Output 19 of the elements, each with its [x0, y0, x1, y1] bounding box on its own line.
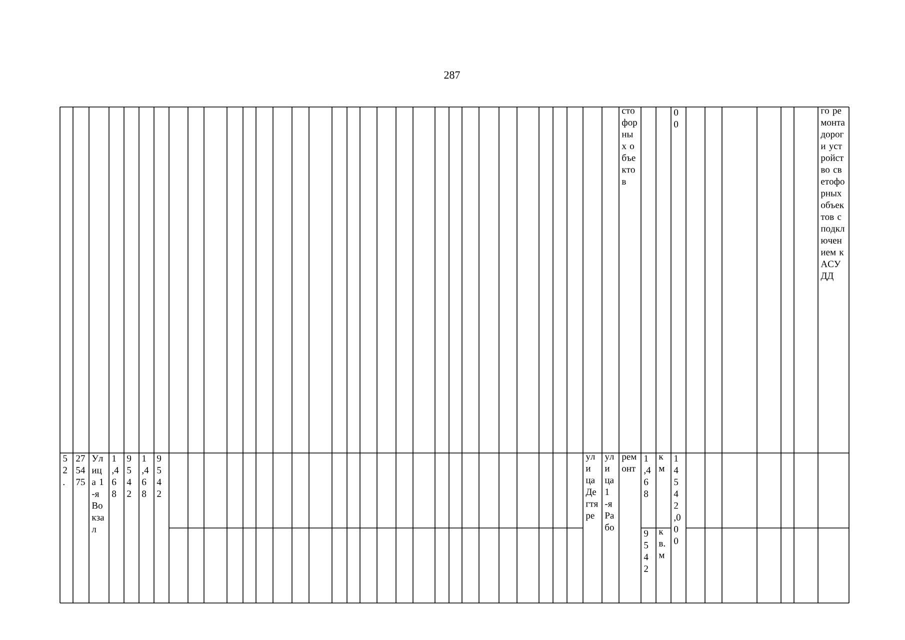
table-cell: 275475	[76, 455, 86, 486]
table-cell: 1,468	[644, 455, 651, 497]
table-cell: 9542	[156, 455, 162, 497]
table-cell: 52.	[63, 455, 68, 486]
table-cell: 9542	[126, 455, 132, 497]
table-cell: стофорных объектов	[622, 109, 637, 184]
table-cell: ремонт	[622, 455, 636, 472]
table-cell: улица 1-я Рабо	[604, 455, 614, 530]
table-cell: Улица 1-я Вокзал	[92, 455, 104, 532]
table-cell: 9 542	[644, 530, 648, 572]
table-cell: км	[658, 455, 664, 472]
table-cell: го ремонта дороги устройство светофорных объектов с подключением к АСУДД	[820, 109, 845, 281]
table-cell: 00	[674, 109, 678, 128]
table-cell: кв. м	[658, 530, 665, 558]
table-cell: 14 542,000	[674, 455, 680, 544]
page-number: 287	[444, 71, 460, 79]
table-cell: улица Дегтяре	[586, 455, 598, 521]
table-cell: 1,468	[112, 455, 119, 497]
table-cell: 1,468	[142, 455, 149, 497]
